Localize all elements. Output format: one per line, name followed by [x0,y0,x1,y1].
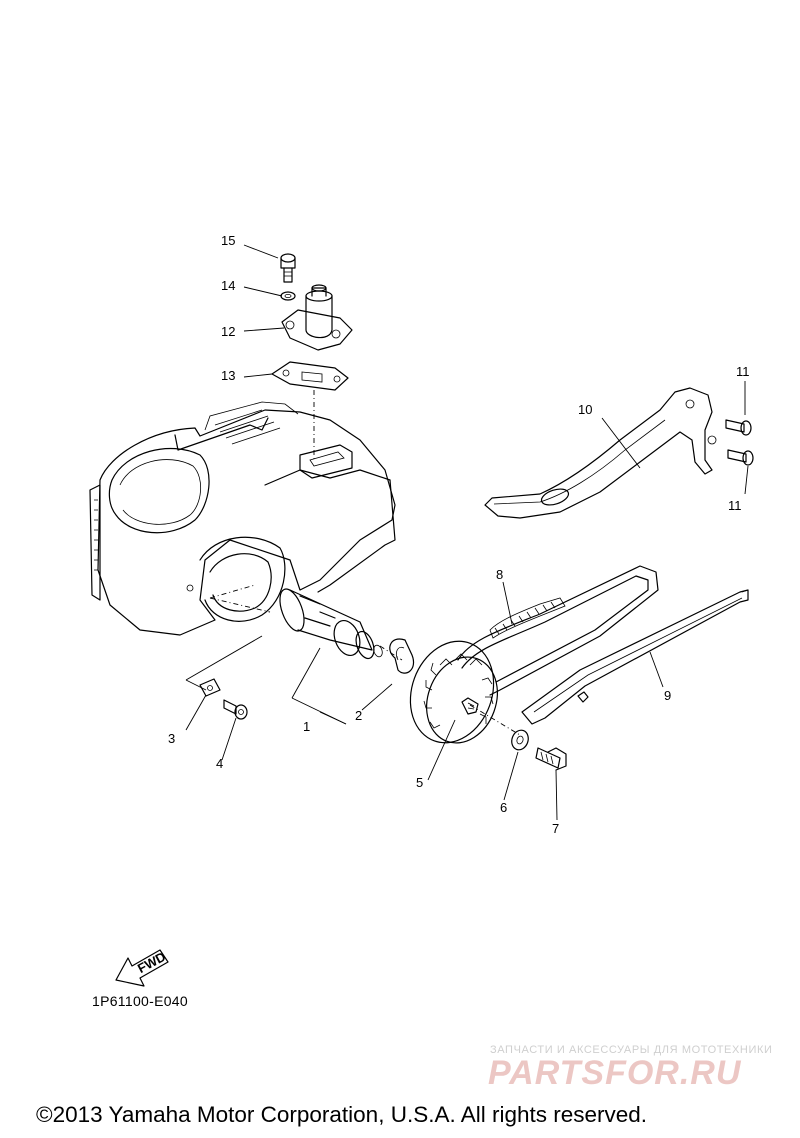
cam-sprocket [409,640,498,744]
sprocket-washer [511,729,529,751]
callout-13: 13 [221,368,235,383]
callout-11-lower: 11 [728,498,742,513]
callout-3: 3 [168,731,175,746]
callout-6: 6 [500,800,507,815]
sprocket-bolt [535,747,567,771]
tensioner-gasket [271,361,349,391]
callout-12: 12 [221,324,235,339]
centerlines [209,390,521,736]
callout-14: 14 [221,278,235,293]
callout-labels: 1 2 3 4 5 6 7 8 9 10 11 11 12 13 14 15 [168,233,750,836]
watermark-tagline: ЗАПЧАСТИ И АКСЕССУАРЫ ДЛЯ МОТОТЕХНИКИ [490,1044,773,1056]
watermark-logo: PARTSFOR.RU [488,1054,742,1092]
forward-direction-arrow: FWD [115,949,169,987]
cylinder-head-outline [89,401,396,636]
callout-4: 4 [216,756,223,771]
small-bolt [223,699,248,720]
callout-5: 5 [416,775,423,790]
arm-bolts [725,419,754,466]
callout-9: 9 [664,688,671,703]
timing-chain [457,565,659,696]
callout-11-upper: 11 [736,364,750,379]
diagram-code: 1P61100-E040 [92,993,188,1009]
callout-15: 15 [221,233,235,248]
callout-1: 1 [303,719,310,734]
callout-2: 2 [355,708,362,723]
locating-clip [199,678,221,697]
callout-8: 8 [496,567,503,582]
callout-10: 10 [578,402,592,417]
callout-7: 7 [552,821,559,836]
leader-lines [185,244,749,821]
tensioner-bolt [280,253,296,283]
chain-guide [521,589,749,725]
tensioner-washer [280,291,296,301]
camshaft [279,588,383,660]
copyright-notice: ©2013 Yamaha Motor Corporation, U.S.A. A… [36,1102,648,1127]
chain-tensioner-assembly [281,284,353,351]
cam-bearing [389,638,415,674]
tensioner-arm [484,387,717,519]
